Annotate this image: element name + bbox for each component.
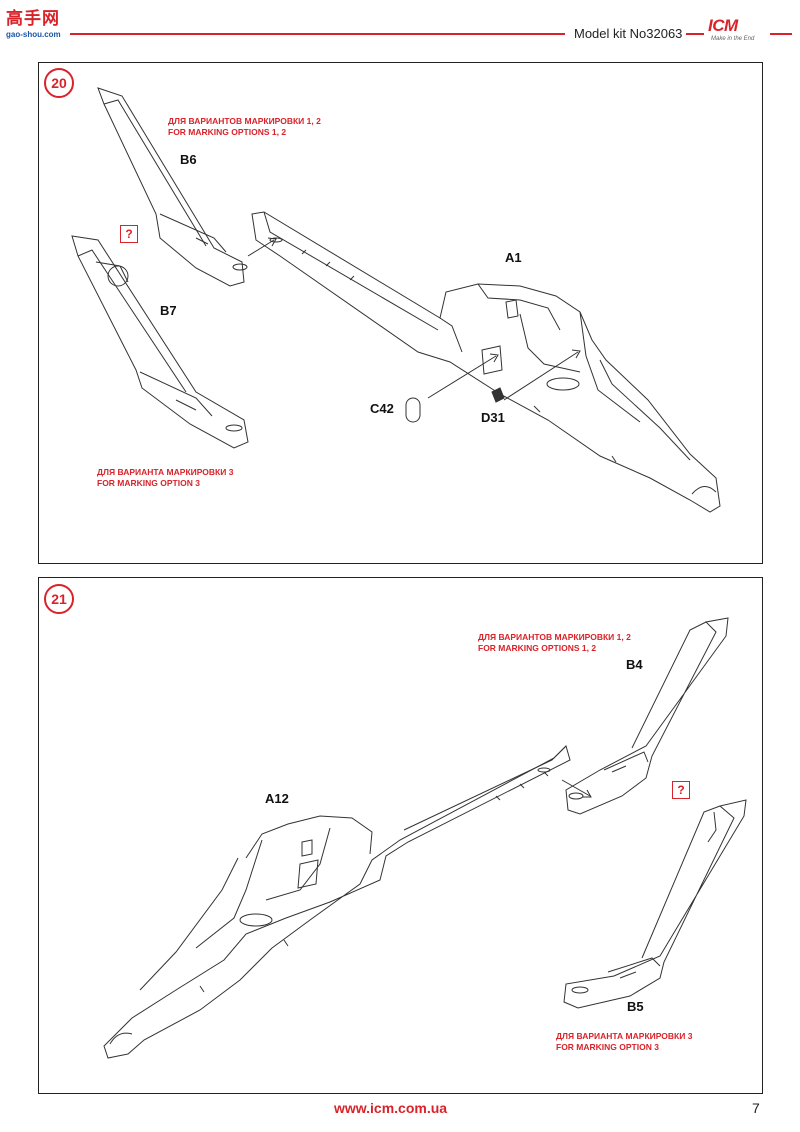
step-21-note-ru: ДЛЯ ВАРИАНТОВ МАРКИРОВКИ 1, 2 [478,632,631,642]
step-21-note3-ru: ДЛЯ ВАРИАНТА МАРКИРОВКИ 3 [556,1031,693,1041]
step-20-note3-ru: ДЛЯ ВАРИАНТА МАРКИРОВКИ 3 [97,467,234,477]
fuselage-a1-drawing [251,211,721,513]
step-21-note3-en: FOR MARKING OPTION 3 [556,1042,659,1052]
step-21-note-en: FOR MARKING OPTIONS 1, 2 [478,643,597,653]
part-label-b4: B4 [626,657,643,672]
step-21-note-options-1-2: ДЛЯ ВАРИАНТОВ МАРКИРОВКИ 1, 2 FOR MARKIN… [478,632,631,654]
part-label-a1: A1 [505,250,522,265]
footer-url[interactable]: www.icm.com.ua [334,1100,448,1116]
step-20-note-options-1-2: ДЛЯ ВАРИАНТОВ МАРКИРОВКИ 1, 2 FOR MARKIN… [168,116,321,138]
site-logo-text: 高手网 [6,9,60,28]
step-20-panel [38,62,763,564]
part-label-d31: D31 [481,410,505,425]
page-number: 7 [752,1100,760,1116]
header-rule-end [770,33,792,35]
part-label-b6: B6 [180,152,197,167]
step-20-note-ru: ДЛЯ ВАРИАНТОВ МАРКИРОВКИ 1, 2 [168,116,321,126]
step-21-note-option-3: ДЛЯ ВАРИАНТА МАРКИРОВКИ 3 FOR MARKING OP… [556,1031,692,1053]
fin-b7-drawing [71,235,249,449]
kit-number: Model kit No32063 [574,26,683,41]
icm-logo-tagline: Make in the End [711,36,755,42]
fuselage-a12-drawing [103,745,571,1059]
icm-logo: ICM Make in the End [708,16,768,56]
site-logo-url: gao-shou.com [6,30,61,39]
step-20-arrows [247,237,581,423]
step-21-arrows [561,779,592,798]
part-label-a12: A12 [265,791,289,806]
step-21-panel [38,577,763,1094]
icm-logo-word: ICM [708,16,738,35]
part-label-b5: B5 [627,999,644,1014]
part-label-c42: C42 [370,401,394,416]
header-rule-right [686,33,704,35]
part-label-b7: B7 [160,303,177,318]
fin-b4-drawing [565,617,729,815]
step-20-number: 20 [44,68,74,98]
question-mark-icon: ? [672,781,690,799]
step-20-note-option-3: ДЛЯ ВАРИАНТА МАРКИРОВКИ 3 FOR MARKING OP… [97,467,233,489]
fin-b6-drawing [97,87,248,287]
step-21-number: 21 [44,584,74,614]
header-rule [70,33,565,35]
step-20-note3-en: FOR MARKING OPTION 3 [97,478,200,488]
fin-b5-drawing [563,799,747,1009]
question-mark-icon: ? [120,225,138,243]
step-20-note-en: FOR MARKING OPTIONS 1, 2 [168,127,287,137]
site-logo: 高手网 gao-shou.com [6,4,70,42]
